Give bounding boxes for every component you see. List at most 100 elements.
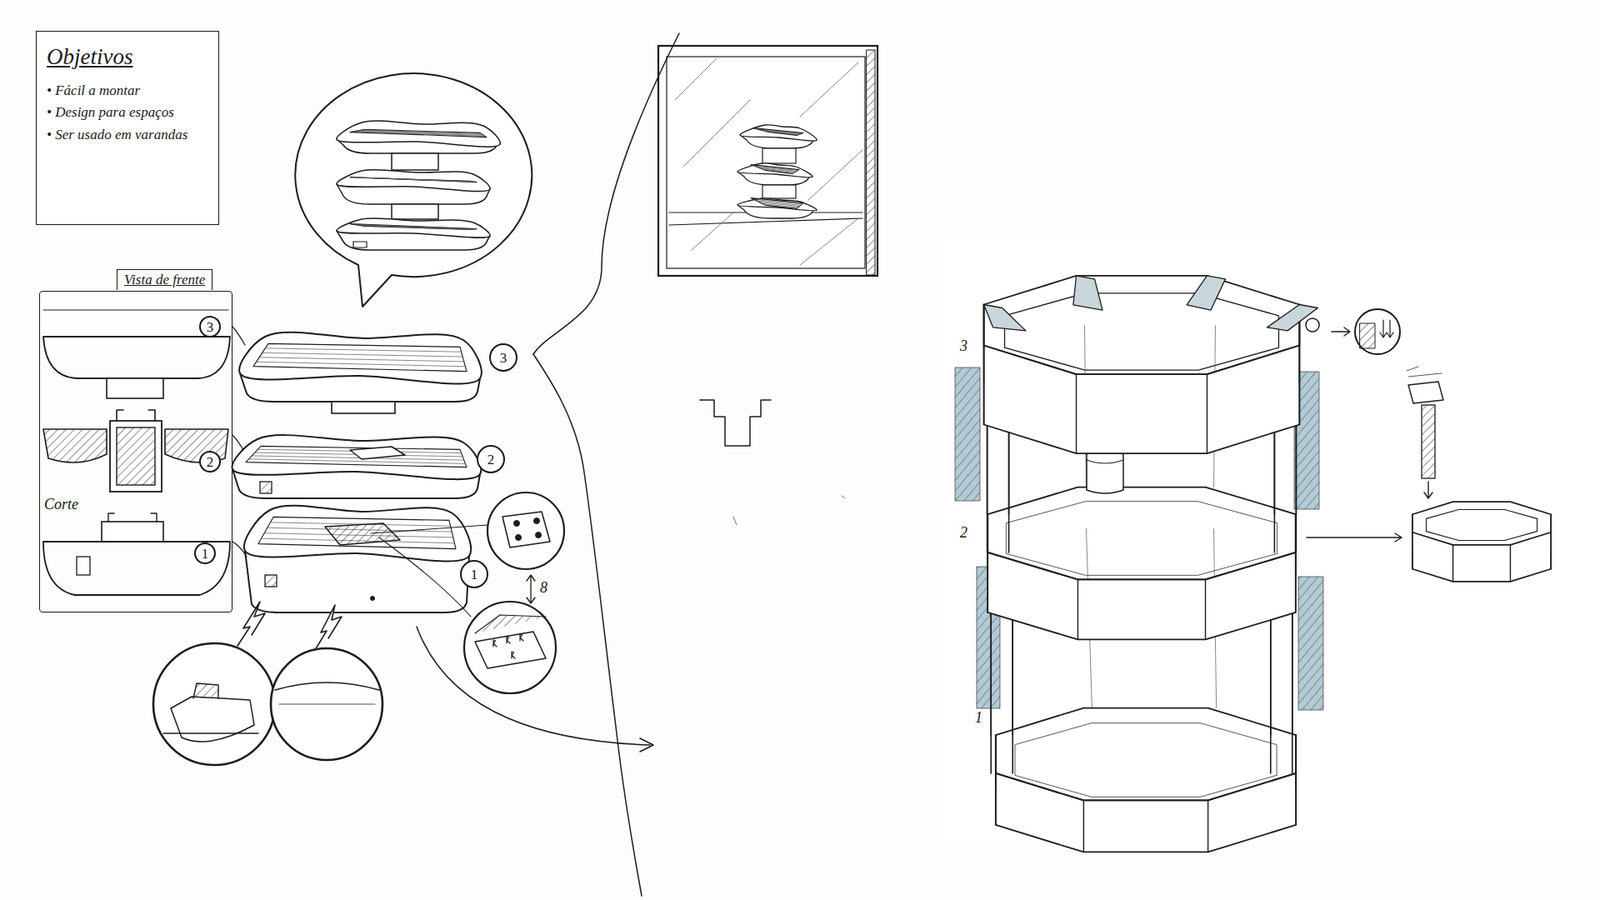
bubble-tray-2-inner-rim [350, 177, 477, 183]
bubble-tray-3-grid [353, 131, 486, 137]
zigzag-pointer [315, 605, 342, 650]
detail-arrow [1331, 327, 1350, 336]
tier-2-leg [990, 612, 1013, 774]
column-shaft [1421, 405, 1435, 479]
callout-number: 2 [476, 445, 505, 474]
callout-number: 1 [460, 560, 489, 589]
tier-1-top [995, 708, 1296, 801]
detail-pin [534, 518, 540, 525]
tier-3-edge [983, 345, 985, 425]
paper-ground [937, 237, 1600, 846]
shelf-frame [658, 45, 878, 276]
shelf-inner [666, 56, 865, 269]
tray-3-grid [262, 352, 463, 357]
tray-3-foot [331, 401, 395, 414]
detail-pin [515, 535, 522, 541]
column-arrow [1424, 481, 1433, 499]
shelf-hatch [675, 58, 717, 100]
inset-tray-2-inner-rim [750, 165, 800, 175]
center-column [1086, 450, 1124, 494]
dish-bottom [1412, 550, 1551, 582]
profile-sketch [700, 400, 771, 446]
shelf-hatch [691, 212, 734, 250]
rim-block [1186, 275, 1225, 310]
detail-plate [502, 511, 550, 548]
detail-surface [475, 615, 546, 634]
rim-detail-fill [1360, 323, 1375, 349]
bubble-tray-1-grid [353, 224, 476, 230]
tray-2-top [232, 435, 482, 480]
tray-2-wing [43, 429, 107, 463]
detail-edge [279, 703, 375, 705]
rim-detail-arrows [1380, 320, 1394, 338]
inset-tray-3-inner-rim [753, 128, 804, 136]
bubble-tray-3-top [336, 120, 500, 147]
bubble-tray-1-top [336, 218, 490, 239]
tray-1-plate [325, 523, 400, 545]
detail-clip [520, 634, 524, 641]
callout-number: 3 [199, 315, 221, 338]
tray-2-latch [260, 481, 272, 494]
tier-3-edge [1075, 374, 1077, 454]
front-view-top-line [43, 309, 229, 310]
inset-tray-2-grid [754, 165, 799, 171]
node-text: • Design para espaços [46, 101, 175, 124]
detail-circle [487, 492, 565, 570]
tier-1-edge [995, 773, 996, 825]
tier-2-inner [1005, 501, 1277, 576]
tray-3-top [239, 332, 482, 385]
inset-post [762, 185, 796, 199]
tray-2-boss [350, 446, 405, 460]
detail-leader [379, 537, 471, 617]
node-heading: 2 [487, 452, 495, 467]
tier-2-edge [1205, 579, 1206, 640]
rim-detail-circle [1355, 309, 1400, 355]
inset-post [762, 148, 796, 164]
rim-block [1073, 275, 1103, 310]
tier-3-rim [1005, 293, 1280, 370]
detail-clip [506, 636, 510, 644]
bubble-tray-3-grid [355, 130, 485, 135]
tier-3-edge [1206, 374, 1208, 454]
shelf-side [866, 50, 875, 275]
node-heading: 3 [500, 350, 508, 365]
inset-tray-2-grid [756, 166, 797, 171]
detail-pin [535, 532, 542, 539]
tray-3-grid [259, 357, 465, 362]
tray-1-post [101, 521, 164, 542]
column-cap [1408, 381, 1444, 404]
tray-1-window [76, 556, 90, 575]
bubble-post [391, 153, 439, 170]
brace-line [533, 33, 680, 896]
tray-1-hole [370, 596, 375, 601]
tier-2-face [987, 514, 1296, 640]
node-text: • Ser usado em varandas [46, 124, 188, 146]
detail-edge [163, 732, 259, 734]
front-view-panel: Vista de frente321 [39, 290, 233, 613]
detail-circle [270, 648, 383, 760]
tray-2-core-section [116, 427, 155, 485]
shelf-hatch [808, 150, 863, 200]
tray-2-inner-rim [245, 445, 467, 467]
detail-circle [153, 643, 275, 765]
detail-leader [370, 525, 488, 534]
objectives-box: Objetivos• Fácil a montar• Design para e… [35, 30, 220, 225]
tier-1-inner [1015, 723, 1277, 798]
detail-curve [275, 682, 380, 690]
pencil-marks [733, 495, 845, 525]
tier-3-face [984, 305, 1300, 455]
node-heading: 2 [206, 455, 215, 470]
bubble-post [391, 204, 439, 220]
tray-2-core [110, 420, 162, 492]
part-number: 3 [958, 338, 970, 355]
inset-tray-1-top [737, 198, 817, 211]
tray-3-foot [106, 378, 164, 399]
tray-1-inner-rim [258, 516, 456, 549]
tray-3-grid [265, 348, 461, 352]
tier-2-top [987, 487, 1296, 580]
tier-2-edge [1077, 579, 1079, 640]
detail-corner [170, 696, 255, 742]
tray-1-front [43, 541, 230, 595]
panel-link [232, 541, 247, 557]
